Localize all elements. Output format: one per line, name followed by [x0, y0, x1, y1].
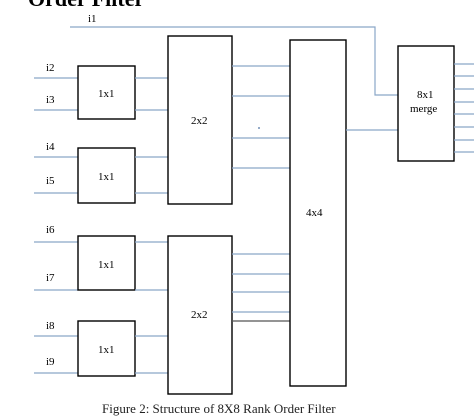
input-label-i4: i4: [46, 141, 55, 153]
sort-block-a: 1x1: [77, 65, 136, 120]
input-label-i9: i9: [46, 356, 55, 368]
input-label-i1: i1: [88, 13, 97, 25]
merge-block-2x2-bottom-label: 2x2: [191, 309, 208, 321]
input-label-i3: i3: [46, 94, 55, 106]
sort-block-b-label: 1x1: [98, 171, 115, 183]
merge-block-4x4-label: 4x4: [306, 207, 323, 219]
sort-block-b: 1x1: [77, 147, 136, 204]
diagram-title: Order Filter: [28, 0, 144, 11]
merge-block-8x1-sublabel: merge: [410, 103, 437, 115]
sort-block-d: 1x1: [77, 320, 136, 377]
input-i1-wire: i1: [70, 13, 398, 96]
merge-block-2x2-top-label: 2x2: [191, 115, 208, 127]
merge-block-2x2-bottom: 2x2: [167, 235, 233, 395]
merge-block-8x1: 8x1 merge: [397, 45, 455, 162]
sort-block-a-label: 1x1: [98, 88, 115, 100]
sort-block-c-label: 1x1: [98, 259, 115, 271]
figure-caption: Figure 2: Structure of 8X8 Rank Order Fi…: [102, 401, 336, 416]
input-label-i2: i2: [46, 62, 55, 74]
stray-dot: [258, 127, 260, 129]
merge-outputs: [454, 63, 474, 153]
input-label-i6: i6: [46, 224, 55, 236]
input-label-i8: i8: [46, 320, 55, 332]
sort-block-d-label: 1x1: [98, 344, 115, 356]
input-label-i5: i5: [46, 175, 55, 187]
merge-block-2x2-top: 2x2: [167, 35, 233, 205]
sort-block-c: 1x1: [77, 235, 136, 291]
merge-block-4x4: 4x4: [289, 39, 347, 387]
merge-block-8x1-label: 8x1: [417, 89, 434, 101]
input-label-i7: i7: [46, 272, 55, 284]
